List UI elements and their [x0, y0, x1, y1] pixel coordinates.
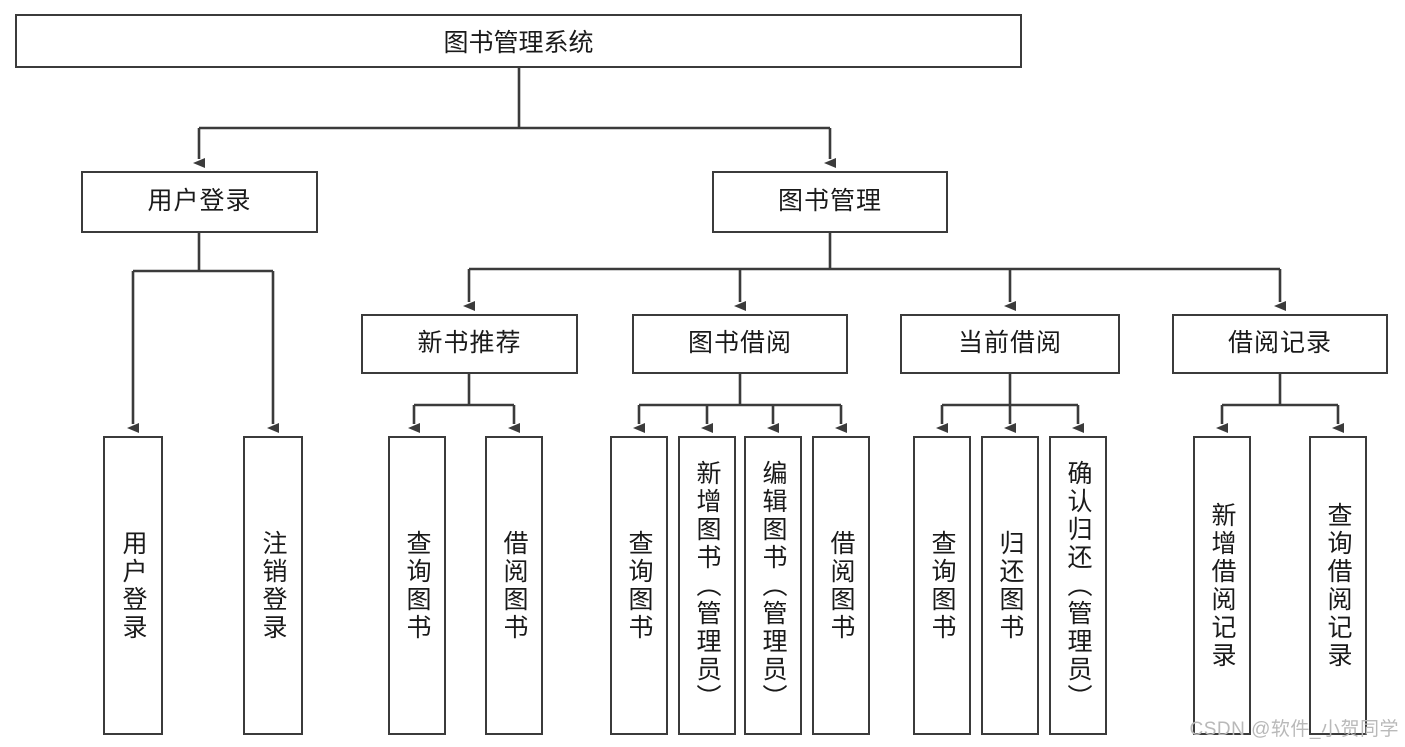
- leaf-label: 查询图书: [403, 529, 431, 642]
- leaf-label: 新增图书（管理员）: [693, 459, 721, 712]
- leaf-book-borrow-add-book-admin[interactable]: 新增图书（管理员）: [678, 436, 736, 735]
- node-current-borrow[interactable]: 当前借阅: [900, 314, 1120, 374]
- leaf-user-login-signin[interactable]: 用户登录: [103, 436, 163, 735]
- leaf-current-borrow-query-book[interactable]: 查询图书: [913, 436, 971, 735]
- leaf-current-borrow-confirm-return-admin[interactable]: 确认归还（管理员）: [1049, 436, 1107, 735]
- node-root-book-management-system[interactable]: 图书管理系统: [15, 14, 1022, 68]
- leaf-borrow-record-query-record[interactable]: 查询借阅记录: [1309, 436, 1367, 735]
- leaf-label: 借阅图书: [827, 529, 855, 642]
- node-new-book-recommend[interactable]: 新书推荐: [361, 314, 578, 374]
- leaf-book-borrow-query-book[interactable]: 查询图书: [610, 436, 668, 735]
- leaf-new-book-borrow-book[interactable]: 借阅图书: [485, 436, 543, 735]
- leaf-current-borrow-return-book[interactable]: 归还图书: [981, 436, 1039, 735]
- node-book-management[interactable]: 图书管理: [712, 171, 948, 233]
- leaf-label: 确认归还（管理员）: [1064, 459, 1092, 712]
- leaf-book-borrow-edit-book-admin[interactable]: 编辑图书（管理员）: [744, 436, 802, 735]
- leaf-label: 用户登录: [119, 529, 147, 642]
- leaf-label: 归还图书: [996, 529, 1024, 642]
- leaf-book-borrow-borrow-book[interactable]: 借阅图书: [812, 436, 870, 735]
- leaf-label: 借阅图书: [500, 529, 528, 642]
- leaf-user-login-signout[interactable]: 注销登录: [243, 436, 303, 735]
- node-user-login[interactable]: 用户登录: [81, 171, 318, 233]
- leaf-borrow-record-add-record[interactable]: 新增借阅记录: [1193, 436, 1251, 735]
- leaf-label: 注销登录: [259, 529, 287, 642]
- leaf-label: 查询图书: [625, 529, 653, 642]
- leaf-label: 查询借阅记录: [1324, 501, 1352, 670]
- watermark: CSDN @软件_小贺同学: [1189, 719, 1399, 740]
- node-book-borrow[interactable]: 图书借阅: [632, 314, 848, 374]
- leaf-label: 新增借阅记录: [1208, 501, 1236, 670]
- leaf-label: 查询图书: [928, 529, 956, 642]
- node-borrow-record[interactable]: 借阅记录: [1172, 314, 1388, 374]
- leaf-label: 编辑图书（管理员）: [759, 459, 787, 712]
- leaf-new-book-query-book[interactable]: 查询图书: [388, 436, 446, 735]
